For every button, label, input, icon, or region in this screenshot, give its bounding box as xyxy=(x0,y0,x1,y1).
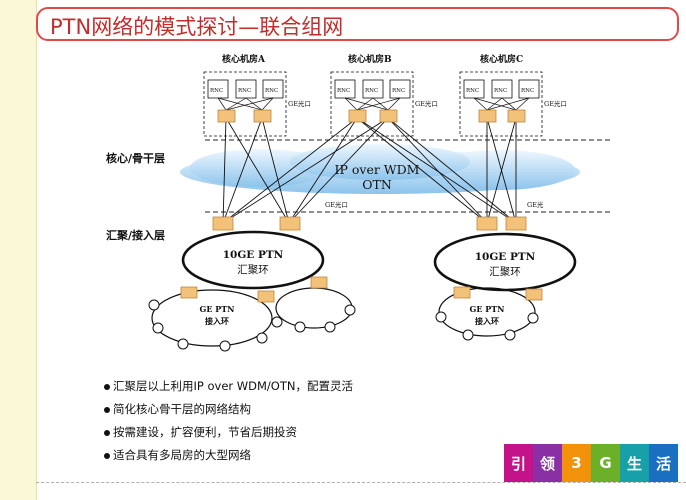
rnc-label: RNC xyxy=(494,88,507,94)
access-node xyxy=(324,321,336,333)
title-box: PTN网络的模式探讨—联合组网 xyxy=(36,7,679,41)
access-node xyxy=(148,299,160,311)
access-node xyxy=(527,312,539,324)
access-node xyxy=(294,321,306,333)
room-c-label: 核心机房C xyxy=(480,53,523,65)
banner-cell: 3 xyxy=(562,444,591,482)
access-router xyxy=(257,290,275,303)
access-router xyxy=(453,286,471,299)
rnc-label: RNC xyxy=(337,88,350,94)
core-links xyxy=(222,117,517,224)
agg-right-port-label: GE光 xyxy=(527,200,544,209)
room-b-label: 核心机房B xyxy=(348,53,392,65)
access-nodes xyxy=(148,299,539,352)
footer-divider xyxy=(36,482,686,483)
right-access-ring-line1: GE PTN xyxy=(470,304,505,314)
rnc-label: RNC xyxy=(521,88,534,94)
bullet-dot xyxy=(104,383,110,390)
access-node xyxy=(344,304,356,316)
margin-divider xyxy=(36,0,37,500)
access-node xyxy=(177,338,189,350)
access-node xyxy=(462,329,474,341)
rnc-label: RNC xyxy=(365,88,378,94)
core-room-c xyxy=(459,71,543,137)
bullet-item: 按需建设，扩容便利，节省后期投资 xyxy=(104,422,353,445)
right-agg-ring-line2: 汇聚环 xyxy=(489,265,521,278)
room-a-label: 核心机房A xyxy=(222,53,266,65)
access-node xyxy=(504,329,516,341)
cloud-label-line1: IP over WDM xyxy=(335,162,420,177)
agg-layer-label: 汇聚/接入层 xyxy=(106,228,165,242)
bullet-item: 适合具有多局房的大型网络 xyxy=(104,445,353,468)
bullet-list: 汇聚层以上利用IP over WDM/OTN，配置灵活 简化核心骨干层的网络结构… xyxy=(104,376,353,468)
bullet-text: 汇聚层以上利用IP over WDM/OTN，配置灵活 xyxy=(113,379,353,393)
bullet-text: 简化核心骨干层的网络结构 xyxy=(113,402,251,416)
agg-router xyxy=(476,216,498,231)
core-room-b xyxy=(330,71,414,137)
slogan-banner: 引 领 3 G 生 活 xyxy=(504,444,678,482)
access-node xyxy=(271,316,283,328)
bullet-item: 简化核心骨干层的网络结构 xyxy=(104,399,353,422)
access-router xyxy=(525,288,543,301)
rnc-label: RNC xyxy=(466,88,479,94)
left-agg-ring-line2: 汇聚环 xyxy=(237,263,269,276)
rnc-label: RNC xyxy=(265,88,278,94)
room-b-port-label: GE光口 xyxy=(415,99,438,108)
core-room-a xyxy=(203,71,287,137)
agg-router xyxy=(505,216,527,231)
rnc-label: RNC xyxy=(210,88,223,94)
right-agg-ring-line1: 10GE PTN xyxy=(475,251,536,263)
core-layer-label: 核心/骨干层 xyxy=(106,151,165,165)
left-access-ring-line2: 接入环 xyxy=(205,316,229,326)
banner-cell: 生 xyxy=(620,444,649,482)
access-node xyxy=(152,322,164,334)
agg-router xyxy=(279,216,301,231)
left-access-ring xyxy=(151,289,273,347)
page-title: PTN网络的模式探讨—联合组网 xyxy=(50,15,344,39)
room-c-port-label: GE光口 xyxy=(544,99,567,108)
rnc-label: RNC xyxy=(238,88,251,94)
banner-cell: 引 xyxy=(504,444,533,482)
bullet-item: 汇聚层以上利用IP over WDM/OTN，配置灵活 xyxy=(104,376,353,399)
banner-cell: 活 xyxy=(649,444,678,482)
left-agg-ring-line1: 10GE PTN xyxy=(223,249,284,261)
left-agg-ring xyxy=(181,230,325,290)
access-node xyxy=(435,311,447,323)
rnc-label: RNC xyxy=(392,88,405,94)
bullet-text: 适合具有多局房的大型网络 xyxy=(113,448,251,462)
right-access-ring-line2: 接入环 xyxy=(475,316,499,326)
bullet-text: 按需建设，扩容便利，节省后期投资 xyxy=(113,425,297,439)
left-margin-strip xyxy=(0,0,36,500)
access-router xyxy=(310,276,328,289)
bullet-dot xyxy=(104,452,110,459)
room-a-port-label: GE光口 xyxy=(288,99,311,108)
access-router xyxy=(180,286,198,299)
cloud-label-line2: OTN xyxy=(362,177,392,192)
access-node xyxy=(256,332,268,344)
left-access-ring-small xyxy=(275,287,353,329)
access-node xyxy=(219,340,231,352)
left-access-ring-line1: GE PTN xyxy=(200,304,235,314)
bullet-dot xyxy=(104,429,110,436)
agg-router xyxy=(212,216,234,231)
bullet-dot xyxy=(104,406,110,413)
banner-cell: 领 xyxy=(533,444,562,482)
agg-left-port-label: GE光口 xyxy=(325,200,348,209)
banner-cell: G xyxy=(591,444,620,482)
